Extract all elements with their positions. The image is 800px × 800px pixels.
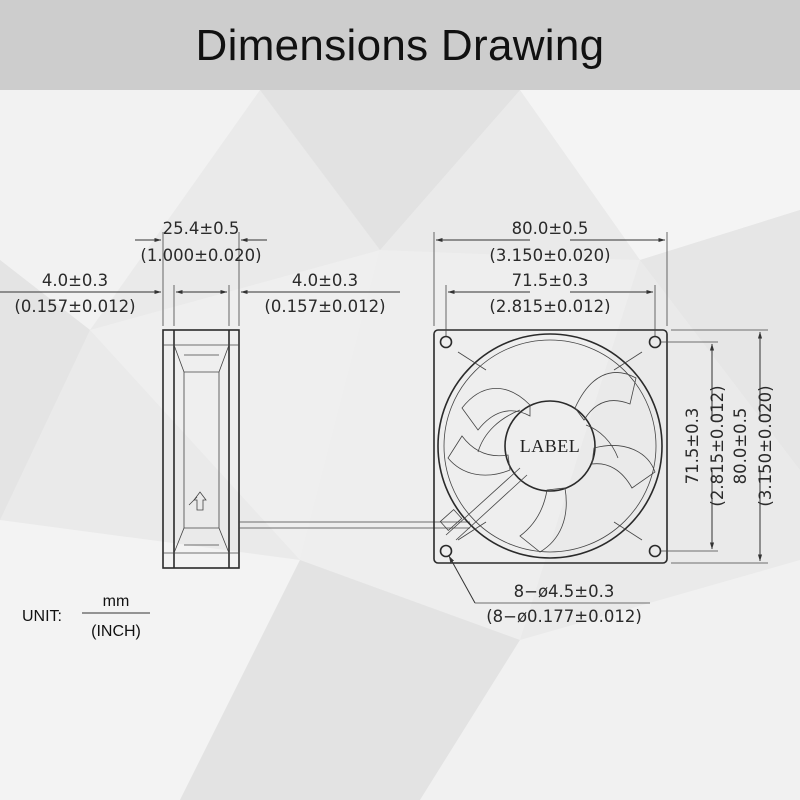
hole-spacing-inch: (2.815±0.012) — [489, 297, 610, 316]
page-title: Dimensions Drawing — [195, 21, 605, 70]
mounting-hole-icon — [439, 544, 453, 558]
thickness-mm: 25.4±0.5 — [163, 219, 240, 238]
mounting-hole-icon — [439, 335, 453, 349]
fan-front-view — [433, 329, 668, 564]
front-vertical-dim-lines — [661, 329, 768, 564]
mounting-hole-icon — [648, 335, 662, 349]
hole-spacing-mm: 71.5±0.3 — [512, 271, 589, 290]
lead-wires — [239, 521, 470, 529]
left-flange-inch: (0.157±0.012) — [14, 297, 135, 316]
v-hole-spacing-inch: (2.815±0.012) — [708, 385, 727, 506]
height-mm: 80.0±0.5 — [731, 408, 750, 485]
holes-inch: (8−ø0.177±0.012) — [486, 607, 642, 626]
width-inch: (3.150±0.020) — [489, 246, 610, 265]
holes-mm: 8−ø4.5±0.3 — [514, 582, 615, 601]
height-inch: (3.150±0.020) — [756, 385, 775, 506]
title-bar: Dimensions Drawing — [0, 0, 800, 90]
unit-primary: mm — [103, 593, 130, 610]
mounting-hole-icon — [648, 544, 662, 558]
width-mm: 80.0±0.5 — [512, 219, 589, 238]
left-flange-mm: 4.0±0.3 — [42, 271, 108, 290]
right-flange-mm: 4.0±0.3 — [292, 271, 358, 290]
fan-side-view — [162, 329, 240, 569]
hole-callout-leader — [448, 555, 650, 604]
thickness-inch: (1.000±0.020) — [140, 246, 261, 265]
side-dim-lines — [0, 232, 400, 326]
unit-secondary: (INCH) — [91, 623, 141, 640]
front-horizontal-dim-lines — [433, 232, 668, 336]
unit-label: UNIT: — [22, 608, 62, 625]
right-flange-inch: (0.157±0.012) — [264, 297, 385, 316]
v-hole-spacing-mm: 71.5±0.3 — [683, 408, 702, 485]
hub-label: LABEL — [520, 436, 581, 456]
